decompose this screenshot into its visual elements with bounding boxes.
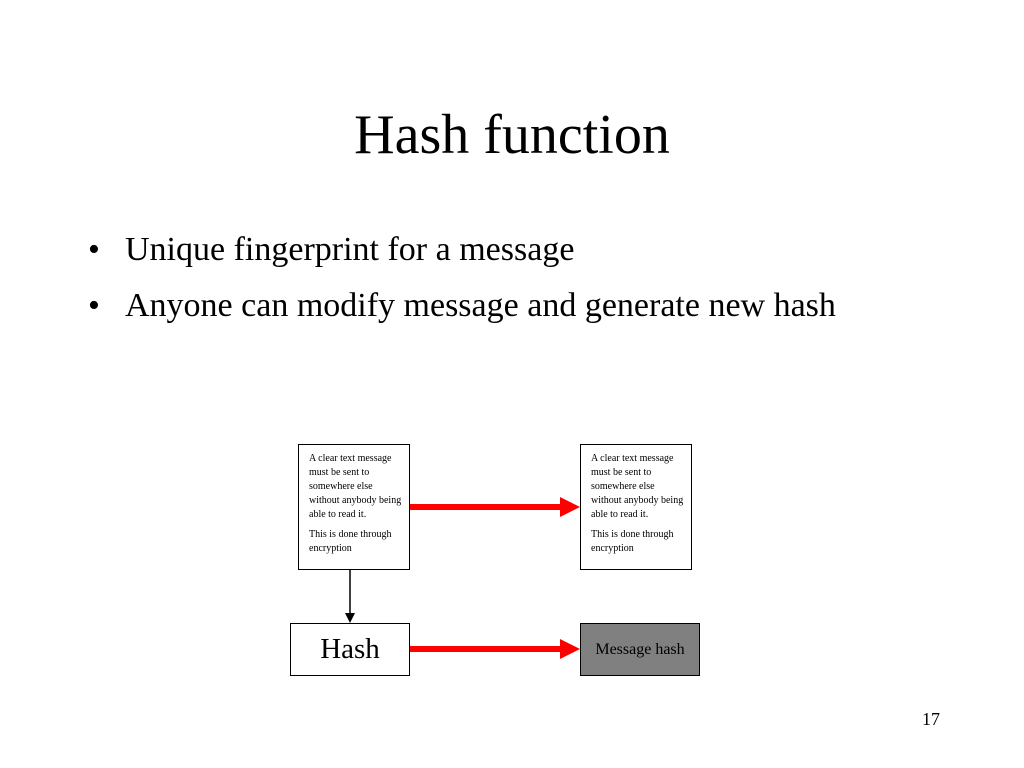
page-number: 17 [922,709,940,729]
bullet-marker: • [88,231,100,268]
hash-input-arrowhead [345,613,355,623]
target-message-text: A clear text message must be sent to som… [591,453,684,520]
bullet-marker: • [88,287,100,324]
slide-title: Hash function [354,104,670,166]
bullet-item: • Unique fingerprint for a message [88,230,836,286]
source-message-box: A clear text message must be sent to som… [298,444,410,570]
target-message-box: A clear text message must be sent to som… [580,444,692,570]
target-message-note: This is done through encryption [591,529,674,554]
hash-box: Hash [290,623,410,676]
hash-output-arrowhead [560,639,580,659]
bullet-item: • Anyone can modify message and generate… [88,286,836,342]
message-hash-box: Message hash [580,623,700,676]
source-message-text: A clear text message must be sent to som… [309,453,402,520]
bullet-list: • Unique fingerprint for a message • Any… [88,230,836,342]
message-transfer-arrowhead [560,497,580,517]
bullet-text: Unique fingerprint for a message [125,231,575,268]
source-message-note: This is done through encryption [309,529,392,554]
bullet-text: Anyone can modify message and generate n… [125,287,836,324]
